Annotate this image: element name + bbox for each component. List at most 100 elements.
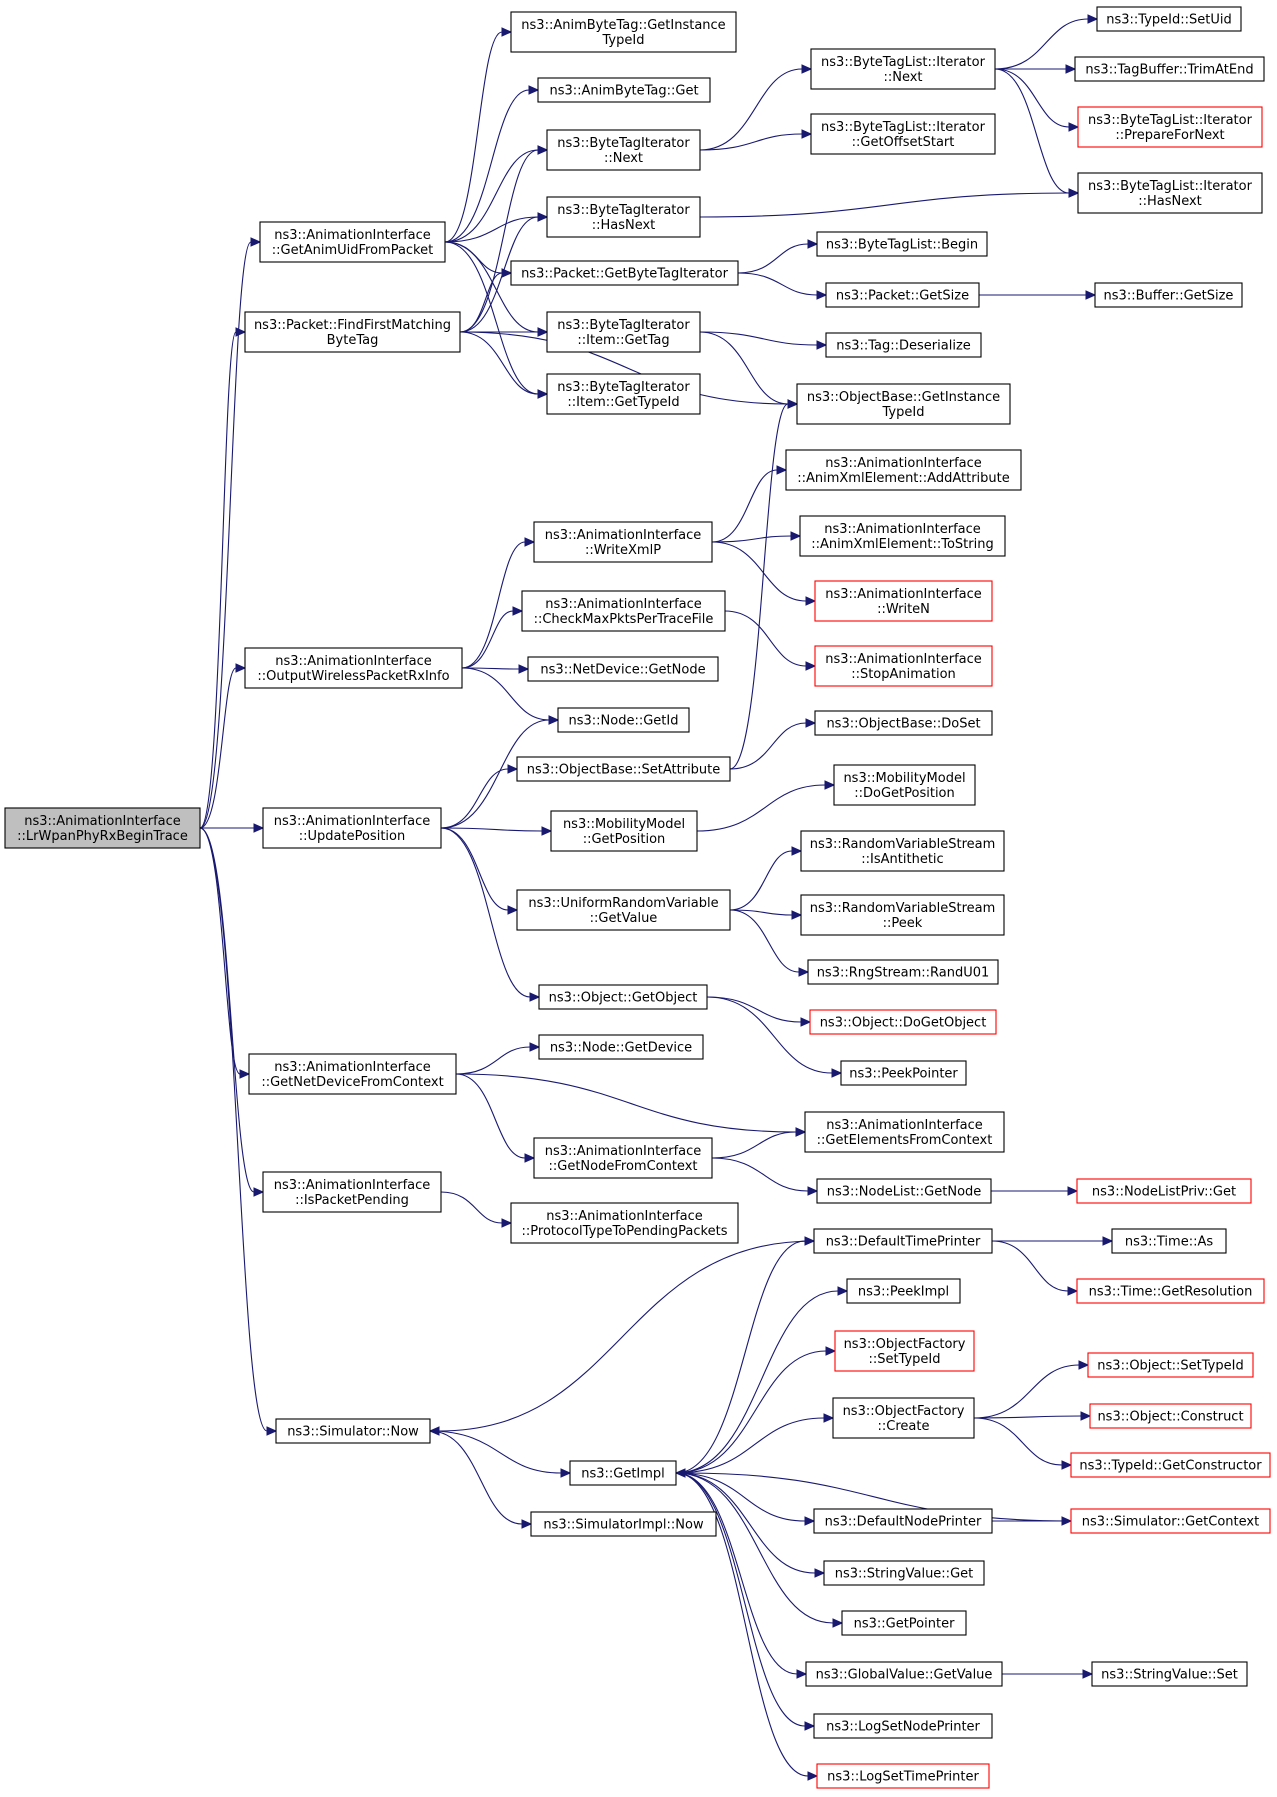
function-node-rvsIsAnti[interactable]: ns3::RandomVariableStream::IsAntithetic <box>800 830 1005 872</box>
function-node-writeXmlP[interactable]: ns3::AnimationInterface::WriteXmlP <box>533 521 713 563</box>
function-node-nodeListGetNode[interactable]: ns3::NodeList::GetNode <box>816 1178 992 1204</box>
function-node-objDoGetObject[interactable]: ns3::Object::DoGetObject <box>809 1009 997 1035</box>
call-edge-btiItemGetTag-to-obGetInst <box>699 331 799 409</box>
node-label-line: ::DoGetPosition <box>854 786 955 801</box>
function-node-getNodeFromCtx[interactable]: ns3::AnimationInterface::GetNodeFromCont… <box>533 1137 713 1179</box>
node-label-line: ns3::GlobalValue::GetValue <box>816 1668 993 1683</box>
call-edge-getImpl-to-ofSetTypeId <box>675 1346 837 1474</box>
call-edge-getAnimUid-to-btiHasNext <box>444 212 549 243</box>
node-box <box>537 77 711 103</box>
node-label-line: ns3::ByteTagList::Iterator <box>1088 179 1253 194</box>
function-node-btlItHasNext[interactable]: ns3::ByteTagList::Iterator::HasNext <box>1077 172 1263 214</box>
node-label-line: ns3::ByteTagIterator <box>557 203 690 218</box>
function-node-bufGetSize[interactable]: ns3::Buffer::GetSize <box>1094 282 1243 308</box>
function-node-obSetAttr[interactable]: ns3::ObjectBase::SetAttribute <box>516 756 731 782</box>
call-edge-ofCreate-to-typeIdGetCtor <box>973 1417 1073 1470</box>
node-label-line: ns3::RandomVariableStream <box>810 837 996 852</box>
node-label-line: ::OutputWirelessPacketRxInfo <box>257 669 449 684</box>
function-node-nodeGetDevice[interactable]: ns3::Node::GetDevice <box>538 1034 704 1060</box>
function-node-animGet[interactable]: ns3::AnimByteTag::Get <box>537 77 711 103</box>
function-node-objSetTypeId[interactable]: ns3::Object::SetTypeId <box>1087 1352 1254 1378</box>
function-node-btiNext[interactable]: ns3::ByteTagIterator::Next <box>546 129 701 171</box>
function-node-peekImpl[interactable]: ns3::PeekImpl <box>846 1278 961 1304</box>
node-label-line: ::LrWpanPhyRxBeginTrace <box>17 829 188 844</box>
function-node-btiHasNext[interactable]: ns3::ByteTagIterator::HasNext <box>546 196 701 238</box>
function-node-peekPointer[interactable]: ns3::PeekPointer <box>840 1060 967 1086</box>
function-node-ofCreate[interactable]: ns3::ObjectFactory::Create <box>832 1397 975 1439</box>
function-node-getImpl[interactable]: ns3::GetImpl <box>569 1460 677 1486</box>
function-node-rngRandU01[interactable]: ns3::RngStream::RandU01 <box>807 959 999 985</box>
function-node-defNodePrinter[interactable]: ns3::DefaultNodePrinter <box>813 1508 993 1534</box>
function-node-outWireless[interactable]: ns3::AnimationInterface::OutputWirelessP… <box>244 647 463 689</box>
function-node-getPointer[interactable]: ns3::GetPointer <box>841 1610 967 1636</box>
function-node-rvsPeek[interactable]: ns3::RandomVariableStream::Peek <box>800 894 1005 936</box>
function-node-urvGetValue[interactable]: ns3::UniformRandomVariable::GetValue <box>516 889 731 931</box>
call-edge-ofCreate-to-objConstruct <box>973 1411 1092 1421</box>
function-node-strValGet[interactable]: ns3::StringValue::Get <box>823 1560 985 1586</box>
function-node-gvGetValue[interactable]: ns3::GlobalValue::GetValue <box>805 1661 1003 1687</box>
node-label-line: ns3::ObjectBase::DoSet <box>826 717 980 732</box>
node-box <box>1091 1661 1248 1687</box>
function-node-tagBufTrim[interactable]: ns3::TagBuffer::TrimAtEnd <box>1074 56 1265 82</box>
call-edge-getImpl-to-peekImpl <box>675 1286 849 1474</box>
function-node-ndGetNode[interactable]: ns3::NetDevice::GetNode <box>527 656 719 682</box>
call-edge-root-to-outWireless <box>199 663 247 829</box>
node-label-line: ns3::Buffer::GetSize <box>1104 289 1234 304</box>
node-box <box>1070 1508 1271 1534</box>
function-node-getNetDev[interactable]: ns3::AnimationInterface::GetNetDeviceFro… <box>248 1053 457 1095</box>
function-node-btlItNext[interactable]: ns3::ByteTagList::Iterator::Next <box>810 48 996 90</box>
function-node-timeAs[interactable]: ns3::Time::As <box>1111 1228 1227 1254</box>
node-label-line: ns3::ObjectBase::GetInstance <box>807 390 1000 405</box>
function-node-toString[interactable]: ns3::AnimationInterface::AnimXmlElement:… <box>799 515 1006 557</box>
node-label-line: ns3::ByteTagIterator <box>557 136 690 151</box>
call-edge-gvGetValue-to-strValSet <box>1002 1669 1094 1679</box>
function-node-logSetTimePrinter[interactable]: ns3::LogSetTimePrinter <box>816 1763 990 1789</box>
call-edge-updatePos-to-nodeGetId <box>440 715 560 829</box>
node-label-line: ::Item::GetTypeId <box>567 395 679 410</box>
function-node-btlBegin[interactable]: ns3::ByteTagList::Begin <box>816 231 988 257</box>
function-node-protoType[interactable]: ns3::AnimationInterface::ProtocolTypeToP… <box>510 1202 739 1244</box>
node-label-line: ns3::Tag::Deserialize <box>836 339 971 354</box>
function-node-mmDoGetPos[interactable]: ns3::MobilityModel::DoGetPosition <box>833 764 976 806</box>
function-node-typeIdGetCtor[interactable]: ns3::TypeId::GetConstructor <box>1070 1452 1271 1478</box>
function-node-typeIdSetUid[interactable]: ns3::TypeId::SetUid <box>1096 6 1242 32</box>
function-node-nodeGetId[interactable]: ns3::Node::GetId <box>557 707 690 733</box>
function-node-nodeListPrivGet[interactable]: ns3::NodeListPriv::Get <box>1076 1178 1252 1204</box>
function-node-objGetObject[interactable]: ns3::Object::GetObject <box>538 984 708 1010</box>
node-label-line: ::Peek <box>883 916 923 931</box>
function-node-btiItemGetTag[interactable]: ns3::ByteTagIterator::Item::GetTag <box>546 311 701 353</box>
function-node-pktGetBTI[interactable]: ns3::Packet::GetByteTagIterator <box>510 260 739 286</box>
function-node-simGetContext[interactable]: ns3::Simulator::GetContext <box>1070 1508 1271 1534</box>
function-node-stopAnim[interactable]: ns3::AnimationInterface::StopAnimation <box>814 645 993 687</box>
function-node-btlItGetOffset[interactable]: ns3::ByteTagList::Iterator::GetOffsetSta… <box>810 113 996 155</box>
function-node-pktGetSize[interactable]: ns3::Packet::GetSize <box>825 282 980 308</box>
function-node-logSetNodePrinter[interactable]: ns3::LogSetNodePrinter <box>813 1713 993 1739</box>
node-box <box>816 1178 992 1204</box>
node-label-line: ::Create <box>878 1419 930 1434</box>
function-node-btiItemGetTypeId[interactable]: ns3::ByteTagIterator::Item::GetTypeId <box>546 373 701 415</box>
node-label-line: ::ProtocolTypeToPendingPackets <box>522 1224 728 1239</box>
function-node-timeGetRes[interactable]: ns3::Time::GetResolution <box>1076 1278 1265 1304</box>
function-node-obDoSet[interactable]: ns3::ObjectBase::DoSet <box>814 710 993 736</box>
function-node-strValSet[interactable]: ns3::StringValue::Set <box>1091 1661 1248 1687</box>
function-node-tagDeser[interactable]: ns3::Tag::Deserialize <box>825 332 982 358</box>
function-node-writeN[interactable]: ns3::AnimationInterface::WriteN <box>814 580 993 622</box>
function-node-isPktPend[interactable]: ns3::AnimationInterface::IsPacketPending <box>262 1171 442 1213</box>
call-edge-defTimePrinter-to-timeGetRes <box>991 1240 1079 1296</box>
function-node-btlItPrepare[interactable]: ns3::ByteTagList::Iterator::PrepareForNe… <box>1077 106 1263 148</box>
function-node-simImplNow[interactable]: ns3::SimulatorImpl::Now <box>530 1511 717 1537</box>
function-node-defTimePrinter[interactable]: ns3::DefaultTimePrinter <box>813 1228 993 1254</box>
function-node-mmGetPos[interactable]: ns3::MobilityModel::GetPosition <box>550 810 698 852</box>
function-node-ofSetTypeId[interactable]: ns3::ObjectFactory::SetTypeId <box>834 1330 975 1372</box>
function-node-updatePos[interactable]: ns3::AnimationInterface::UpdatePosition <box>262 807 442 849</box>
function-node-getElemFromCtx[interactable]: ns3::AnimationInterface::GetElementsFrom… <box>804 1111 1005 1153</box>
function-node-checkMax[interactable]: ns3::AnimationInterface::CheckMaxPktsPer… <box>521 590 726 632</box>
function-node-objConstruct[interactable]: ns3::Object::Construct <box>1089 1403 1252 1429</box>
call-edge-ofCreate-to-objSetTypeId <box>973 1360 1090 1419</box>
function-node-simNow[interactable]: ns3::Simulator::Now <box>275 1418 431 1444</box>
function-node-getAnimUid[interactable]: ns3::AnimationInterface::GetAnimUidFromP… <box>259 221 446 263</box>
function-node-addAttr[interactable]: ns3::AnimationInterface::AnimXmlElement:… <box>785 449 1022 491</box>
